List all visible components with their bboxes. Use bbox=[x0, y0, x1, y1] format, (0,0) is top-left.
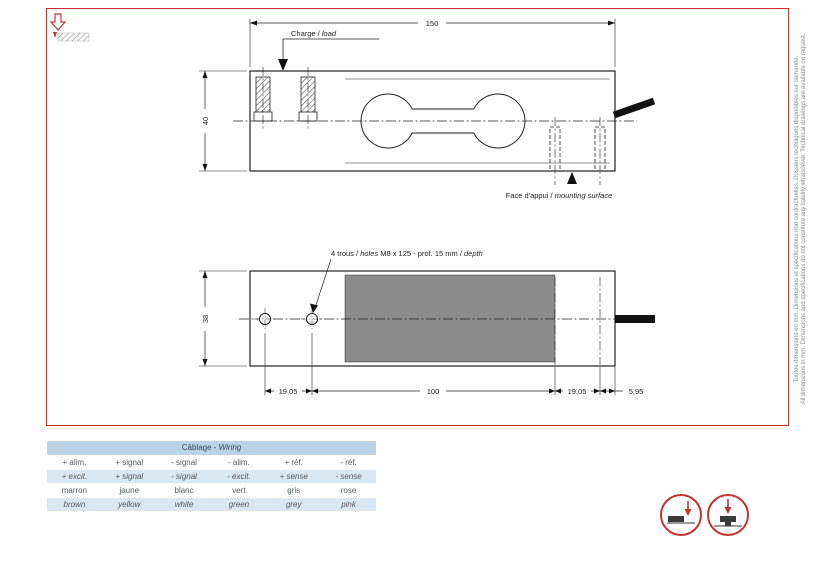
wiring-row-colors-en: brown yellow white green grey pink bbox=[47, 498, 376, 511]
dim-100-label: 100 bbox=[427, 387, 440, 396]
wiring-cell: jaune bbox=[119, 486, 140, 495]
wiring-row-en: + excit. + signal - signal - excit. + se… bbox=[47, 470, 376, 483]
svg-text:4 trous / holes M8 x 125 - pro: 4 trous / holes M8 x 125 - prof. 15 mm /… bbox=[331, 249, 483, 258]
wiring-cell: - excit. bbox=[227, 472, 251, 481]
wiring-cell: brown bbox=[63, 500, 86, 509]
mounting-arrow bbox=[567, 172, 577, 184]
svg-text:Face d'appui / mounting surfac: Face d'appui / mounting surface bbox=[506, 191, 613, 200]
holes-note: 4 trous / holes M8 x 125 - prof. 15 mm /… bbox=[310, 249, 483, 313]
dimension-38: 38 bbox=[196, 270, 247, 367]
dim-5-95-label: 5,95 bbox=[629, 387, 644, 396]
dim-19-05-left-label: 19,05 bbox=[279, 387, 298, 396]
dimension-chain: 19,05 100 19,05 5,95 bbox=[264, 333, 649, 396]
wiring-title-en: Wiring bbox=[218, 443, 242, 452]
dim-150-label: 150 bbox=[426, 19, 439, 28]
wiring-cell: - signal bbox=[171, 458, 197, 467]
wiring-cell: - réf. bbox=[340, 458, 357, 467]
charge-load-label: Charge / load bbox=[278, 29, 379, 71]
wiring-row-fr: + alim. + signal - signal - alim. + réf.… bbox=[47, 456, 376, 469]
wiring-cell: - sense bbox=[335, 472, 362, 481]
wiring-cell: - alim. bbox=[228, 458, 250, 467]
side-note-fr: Toutes dimensions en mm. Dimensions et s… bbox=[794, 55, 800, 383]
wiring-cell: - signal bbox=[171, 472, 197, 481]
wiring-cell: + réf. bbox=[284, 458, 303, 467]
technical-drawing: Charge / load 150 bbox=[49, 13, 656, 396]
wiring-cell: green bbox=[228, 500, 250, 509]
wiring-cell: white bbox=[174, 500, 194, 509]
fixing-hole-1 bbox=[254, 308, 276, 330]
wiring-cell: + sense bbox=[279, 472, 308, 481]
dim-40-label: 40 bbox=[201, 117, 210, 125]
mounting-base-icon bbox=[53, 32, 90, 42]
wiring-cell: gris bbox=[287, 486, 301, 495]
wiring-table: Câblage - Wiring + alim. + signal - sign… bbox=[47, 441, 376, 512]
wiring-table-title: Câblage - Wiring bbox=[47, 441, 376, 455]
cable-side-view bbox=[612, 97, 656, 119]
dim-38-label: 38 bbox=[201, 315, 210, 323]
wiring-cell: marron bbox=[61, 486, 88, 495]
side-note: Toutes dimensions en mm. Dimensions et s… bbox=[794, 14, 808, 424]
wiring-cell: grey bbox=[285, 500, 302, 509]
svg-text:Charge / load: Charge / load bbox=[291, 29, 337, 38]
dimension-40: 40 bbox=[196, 70, 247, 172]
side-view: Charge / load 150 bbox=[196, 18, 656, 200]
dim-19-05-right-label: 19,05 bbox=[568, 387, 587, 396]
wiring-cell: + signal bbox=[115, 472, 144, 481]
hidden-hole-2 bbox=[594, 117, 606, 185]
grey-area bbox=[344, 274, 556, 363]
wiring-row-colors-fr: marron jaune blanc vert gris rose bbox=[47, 484, 376, 497]
mounting-pictograms bbox=[655, 489, 755, 546]
side-note-en: All dimensions in mm. Dimensions and spe… bbox=[801, 33, 807, 405]
wiring-cell: pink bbox=[341, 500, 356, 509]
wiring-cell: blanc bbox=[174, 486, 194, 495]
hidden-hole-1 bbox=[549, 117, 561, 185]
mounting-pictogram-2 bbox=[707, 494, 749, 536]
dimension-150: 150 bbox=[249, 18, 616, 67]
drawing-frame: Charge / load 150 bbox=[46, 8, 789, 426]
stud-right bbox=[298, 67, 318, 131]
wiring-cell: + excit. bbox=[61, 472, 88, 481]
wiring-cell: yellow bbox=[118, 500, 141, 509]
wiring-cell: + alim. bbox=[62, 458, 87, 467]
plan-view: 4 trous / holes M8 x 125 - prof. 15 mm /… bbox=[196, 249, 655, 396]
wiring-cell: vert bbox=[232, 486, 246, 495]
wiring-cell: + signal bbox=[115, 458, 144, 467]
mounting-pictogram-1 bbox=[660, 494, 702, 536]
mounting-surface-label: Face d'appui / mounting surface bbox=[506, 172, 613, 200]
fixing-hole-2 bbox=[301, 308, 323, 330]
charge-arrow bbox=[278, 59, 288, 71]
wiring-cell: rose bbox=[340, 486, 357, 495]
load-direction-icon bbox=[49, 13, 67, 31]
